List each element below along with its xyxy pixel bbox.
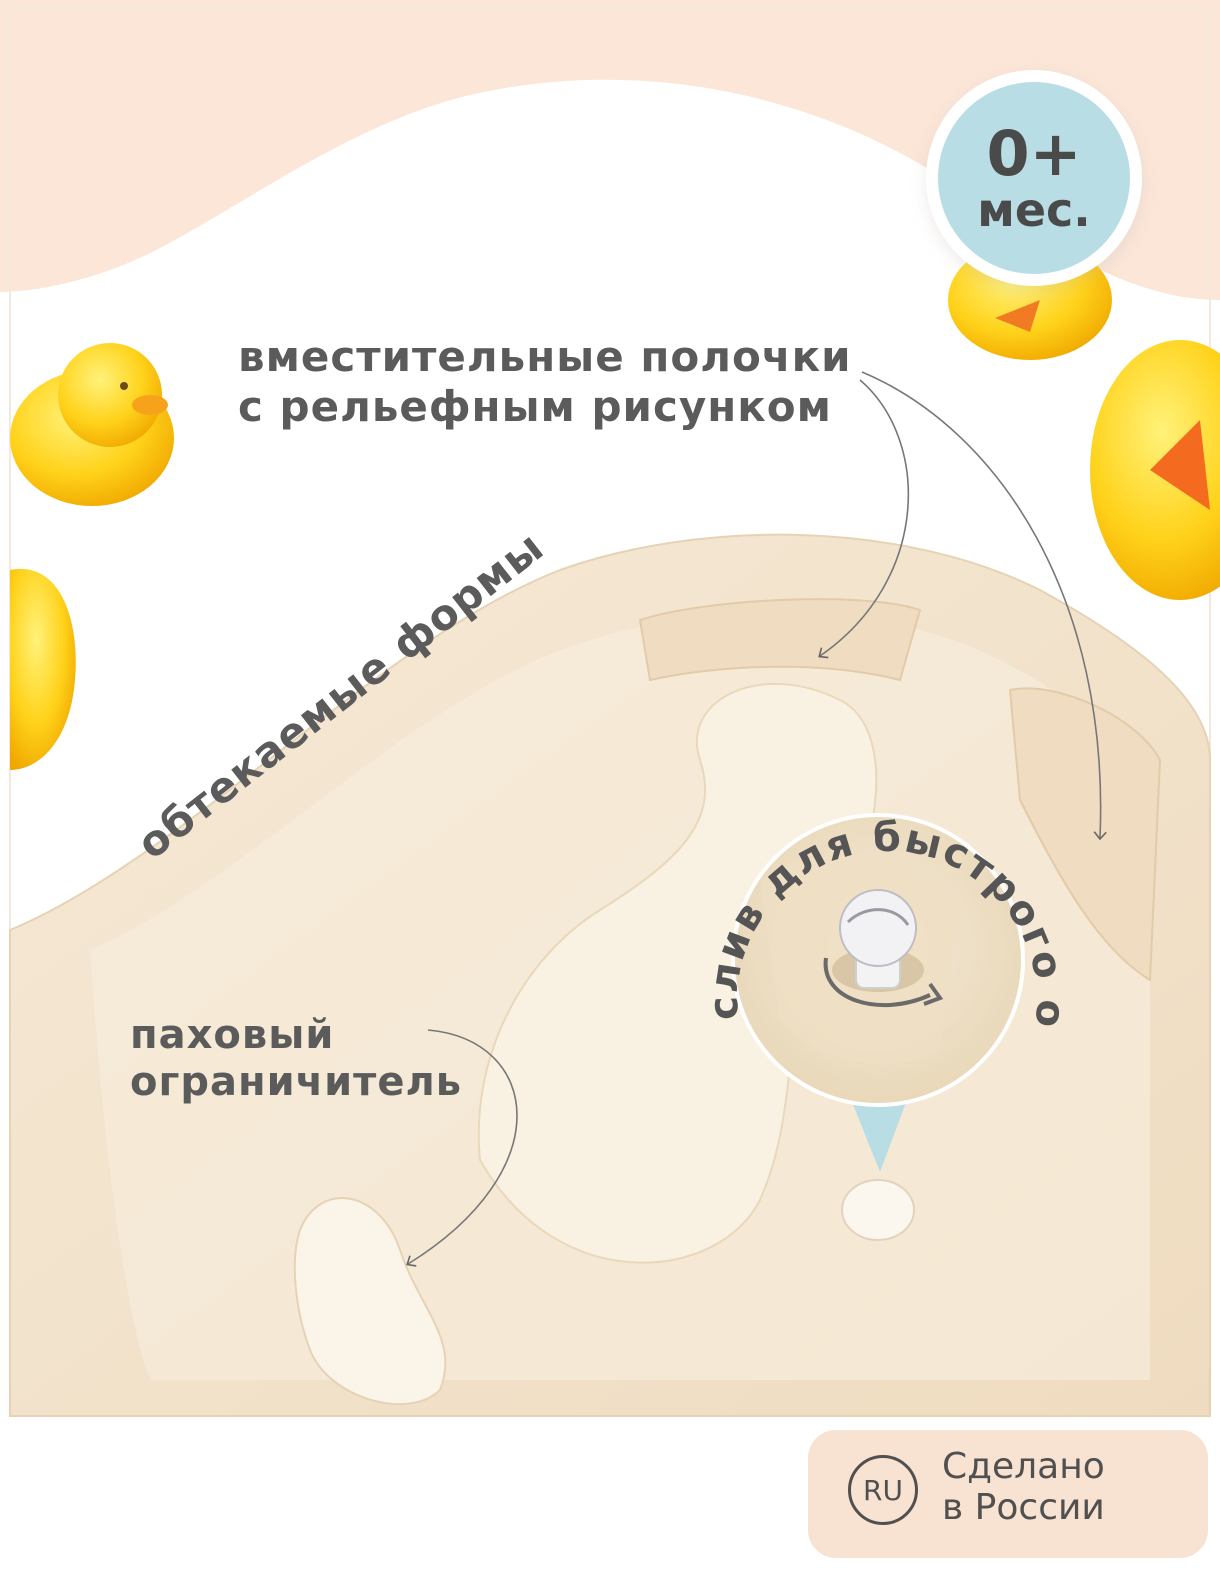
crotch-line-1: паховый (130, 1012, 335, 1058)
bath-tub (9, 533, 1211, 1417)
feature-shelves-label: вместительные полочки с рельефным рисунк… (238, 332, 852, 431)
country-code-badge: RU (848, 1455, 918, 1525)
rubber-duck-left-bottom (10, 568, 76, 770)
rotate-arrow-icon (823, 957, 931, 1008)
shelf-arrow-1 (818, 379, 910, 659)
made-in-line-2: в России (942, 1487, 1105, 1529)
rubber-duck-top-right (948, 240, 1112, 360)
shelves-line-1: вместительные полочки (238, 332, 852, 381)
age-value: 0+ (986, 117, 1082, 190)
drain-pointer (848, 1092, 910, 1172)
crotch-line-2: ограничитель (130, 1059, 463, 1106)
feature-crotch-label: паховый ограничитель (130, 1012, 462, 1106)
shelf-arrow-2 (861, 371, 1107, 841)
rubber-duck-right (1090, 340, 1220, 600)
shelves-line-2: с рельефным рисунком (238, 381, 832, 431)
peach-background (0, 0, 1220, 300)
age-badge: 0+ мес. (938, 82, 1130, 274)
drain-magnifier (731, 813, 1025, 1107)
crotch-arrow (406, 1029, 518, 1267)
rubber-duck-left (10, 343, 174, 506)
made-in-text: Сделано в России (942, 1446, 1105, 1529)
made-in-line-1: Сделано (942, 1446, 1105, 1487)
age-unit: мес. (977, 183, 1091, 237)
